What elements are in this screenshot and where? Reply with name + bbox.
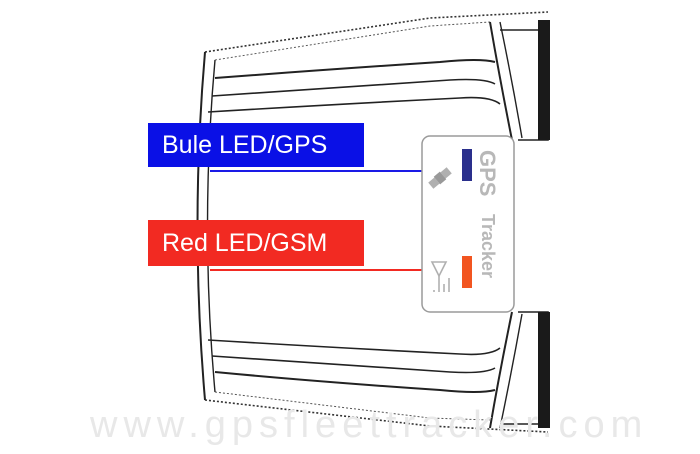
gsm-callout-label: Red LED/GSM (148, 220, 364, 266)
device-upper-ridge-1 (214, 59, 496, 79)
device-right-housing-bottom (489, 311, 513, 429)
device-right-band-top (538, 20, 550, 140)
device-right-housing-top-2 (499, 21, 523, 139)
watermark-text: www.gpsfleettracker.com (90, 404, 649, 446)
device-upper-ridge-3 (207, 96, 501, 113)
device-lower-ridge-3 (207, 339, 501, 356)
panel-gps-label: GPS (475, 150, 500, 196)
gsm-callout-text: Red LED/GSM (162, 228, 328, 257)
signal-icon (430, 261, 450, 292)
device-top-edge-inner (214, 21, 491, 61)
device-bottom-edge (204, 399, 549, 433)
device-lower-ridge-2 (211, 355, 496, 374)
device-right-housing-top (489, 21, 513, 141)
panel-tracker-label: Tracker (478, 214, 498, 278)
gps-callout-label: Bule LED/GPS (148, 123, 364, 167)
device-right-housing-bottom-2 (499, 313, 523, 429)
satellite-icon (428, 167, 452, 189)
device-right-band-bottom (538, 312, 550, 428)
device-top-edge (204, 11, 549, 53)
gps-led (462, 149, 472, 181)
gps-callout-text: Bule LED/GPS (162, 130, 328, 159)
device-upper-ridge-2 (211, 78, 496, 97)
gsm-led (462, 256, 472, 288)
device-lower-ridge-1 (214, 371, 496, 393)
device-bottom-edge-inner (214, 391, 491, 421)
